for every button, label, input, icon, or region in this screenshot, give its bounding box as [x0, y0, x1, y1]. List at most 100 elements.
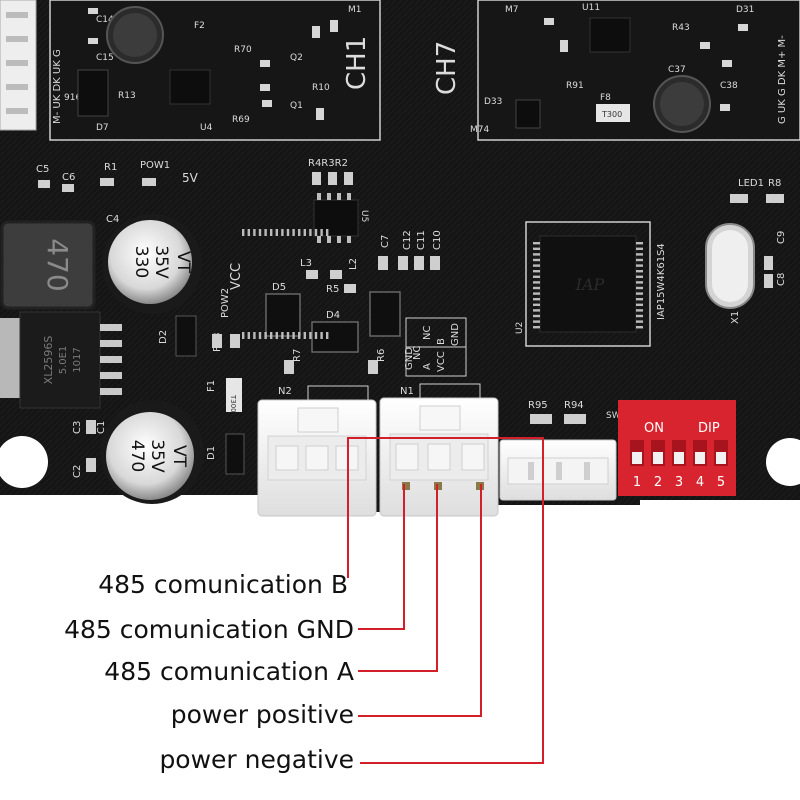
mounting-hole-right [766, 438, 800, 486]
silk-c8: C8 [776, 273, 787, 286]
silk-r70: R70 [234, 45, 252, 55]
dip-toggle-3[interactable] [674, 452, 684, 464]
connector-u3 [499, 439, 617, 501]
callout-485-gnd: 485 comunication GND [64, 615, 354, 644]
silk-u4: U4 [200, 123, 213, 133]
connector-n1-485 [379, 397, 499, 517]
mcu-pin [281, 332, 284, 339]
silk-u2: U2 [515, 322, 525, 334]
silk-l3: L3 [300, 258, 312, 269]
dip-toggle-2[interactable] [653, 452, 663, 464]
silk-r94: R94 [564, 400, 584, 411]
mcu-pin [270, 332, 273, 339]
mcu-pin [270, 229, 273, 236]
silk-u5: U5 [359, 210, 369, 222]
silk-gnd: GND [404, 347, 415, 370]
silk-f1: F1 [206, 380, 217, 392]
silk-d2: D2 [158, 330, 169, 344]
mcu-pin [298, 332, 301, 339]
dip-toggle-1[interactable] [632, 452, 642, 464]
silk-c11: C11 [416, 230, 427, 250]
cap-330-value: 330 [131, 246, 151, 278]
mcu-pin [636, 242, 643, 245]
silk-t300-top: T300 [601, 110, 622, 119]
fuse-f1 [226, 378, 242, 412]
silk-sw1: SW1 [606, 411, 626, 421]
silk-mcu-part: IAP15W4K61S4 [656, 243, 667, 320]
mcu-outline [525, 221, 651, 347]
callout-power-positive: power positive [170, 700, 354, 729]
dip-number-1: 1 [633, 475, 641, 490]
mcu-pin [533, 281, 540, 284]
mcu-pin [242, 332, 245, 339]
regulator-heatsink [0, 318, 22, 398]
mcu-pin [533, 314, 540, 318]
silk-c9: C9 [776, 231, 787, 244]
silk-r8: R8 [768, 178, 781, 189]
mcu-pin [253, 332, 256, 339]
mcu-pin [275, 229, 278, 236]
silk-t300-f1: T300 [229, 394, 237, 413]
dip-dip-label: DIP [698, 421, 720, 436]
mcu-pin [533, 303, 540, 306]
mcu-pin [533, 298, 540, 301]
silk-pin-b: B [436, 338, 447, 345]
silk-r10: R10 [312, 83, 330, 93]
mcu-pin [636, 314, 643, 318]
silk-r1: R1 [104, 162, 117, 173]
mcu-pin [326, 332, 329, 339]
mcu-pin [636, 292, 643, 295]
chip-u3 [313, 199, 359, 237]
cap-470-voltage: 35V [147, 439, 167, 473]
silk-d33: D33 [484, 97, 502, 107]
callout-power-negative: power negative [159, 745, 354, 774]
silk-c1: C1 [96, 421, 107, 434]
diode-d4 [311, 321, 359, 353]
mcu-pin [636, 270, 643, 273]
silk-c14: C14 [96, 15, 114, 25]
dip-number-5: 5 [717, 475, 725, 490]
mcu-pin [533, 247, 540, 250]
mcu-pin [258, 332, 262, 339]
mcu-pin [533, 286, 540, 290]
mcu-pin [533, 275, 540, 278]
cap-330-voltage: 35V [151, 245, 171, 279]
mcu-pin [636, 298, 643, 301]
mcu-pin [281, 229, 284, 236]
silk-n1: N1 [400, 386, 414, 397]
mcu-pin [326, 229, 329, 236]
silk-c12: C12 [402, 230, 413, 250]
mcu-pin [533, 320, 540, 323]
diode-d3 [369, 291, 401, 337]
fuse-t300-top [596, 104, 630, 122]
silk-d7: D7 [96, 123, 109, 133]
silk-d4: D4 [326, 310, 340, 321]
silk-d5: D5 [272, 282, 286, 293]
mcu-chip [539, 235, 637, 333]
mcu-pin [253, 229, 256, 236]
mcu-pin [636, 303, 643, 306]
mcu-pin [264, 229, 267, 236]
silk-dk-uk-left: M- UK DK UK G [52, 49, 63, 124]
ic-top-left [77, 69, 109, 117]
cap-470-value: 470 [127, 440, 147, 472]
connector-n2 [257, 399, 377, 517]
silk-f2: F2 [194, 21, 205, 31]
mcu-pin [314, 332, 318, 339]
mcu-pin [533, 309, 540, 312]
silk-dk-uk-right: G UK G DK M+ M- [777, 35, 788, 124]
silk-l2: L2 [348, 258, 359, 270]
mcu-pin [533, 264, 540, 267]
silk-d31: D31 [736, 5, 754, 15]
dip-toggle-4[interactable] [695, 452, 705, 464]
silk-c38: C38 [720, 81, 738, 91]
mcu-pin [286, 229, 290, 236]
mcu-pin [636, 253, 643, 256]
silk-5v: 5V [182, 171, 199, 185]
mcu-pin [264, 332, 267, 339]
silk-c2: C2 [72, 465, 83, 478]
dip-toggle-5[interactable] [716, 452, 726, 464]
silk-u11: U11 [582, 3, 600, 13]
mcu-pin [636, 247, 643, 250]
